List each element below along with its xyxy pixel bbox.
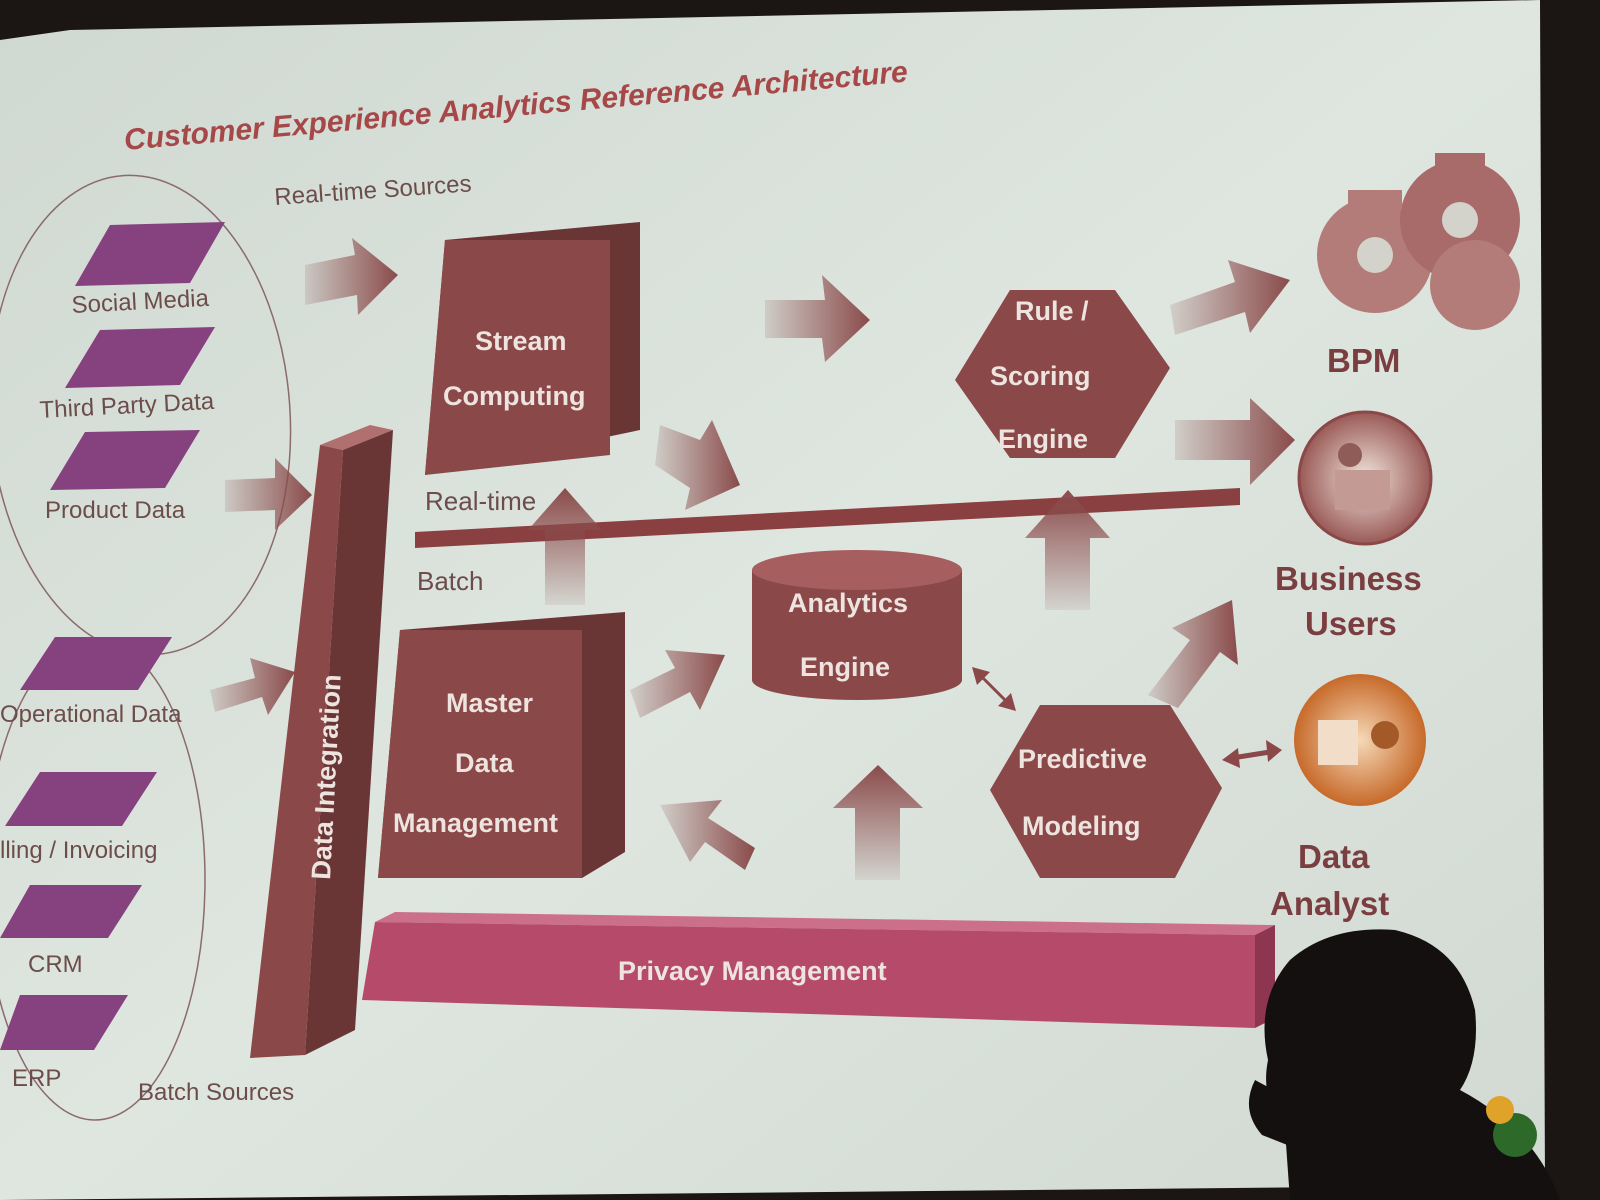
data-integration-column: Data Integration	[250, 425, 393, 1058]
source-label: Operational Data	[0, 701, 182, 728]
privacy-management-bar: Privacy Management	[362, 912, 1275, 1028]
arrow-batch-to-integration	[210, 658, 295, 715]
master-data-management-box: Master Data Management	[378, 612, 625, 878]
master-data-line1: Master	[446, 688, 534, 718]
arrow-privacy-to-analytics	[833, 765, 923, 880]
arrow-analytics-predictive	[972, 667, 1016, 711]
arrow-predictive-to-business-users	[1148, 600, 1238, 708]
business-users-icon	[1297, 410, 1433, 546]
arrow-master-to-realtime	[528, 488, 602, 605]
analytics-engine-line1: Analytics	[788, 588, 908, 618]
arrow-rule-to-business-users	[1175, 398, 1295, 485]
source-product-data: Product Data	[45, 430, 200, 524]
privacy-management-label: Privacy Management	[618, 956, 887, 986]
arrow-stream-to-rule	[765, 275, 870, 362]
rule-scoring-engine-hexagon: Rule / Scoring Engine	[955, 290, 1170, 458]
stream-computing-line1: Stream	[475, 326, 567, 356]
arrow-predictive-data-analyst	[1222, 740, 1282, 768]
data-analyst-line1: Data	[1298, 838, 1370, 875]
source-operational-data: Operational Data	[0, 637, 182, 728]
master-data-line2: Data	[455, 748, 515, 778]
predictive-modeling-hexagon: Predictive Modeling	[990, 705, 1222, 878]
batch-sources-label: Batch Sources	[138, 1079, 294, 1106]
predictive-line2: Modeling	[1022, 811, 1140, 841]
realtime-label: Real-time	[425, 486, 536, 516]
stream-computing-line2: Computing	[443, 381, 585, 411]
business-users-line1: Business	[1275, 560, 1422, 597]
bpm-label: BPM	[1327, 342, 1400, 379]
analytics-engine-line2: Engine	[800, 652, 890, 682]
arrow-predictive-to-rule	[1025, 490, 1110, 610]
presenter-silhouette	[1248, 929, 1560, 1200]
realtime-batch-divider	[415, 488, 1240, 548]
source-label: ERP	[12, 1065, 61, 1092]
business-users-line2: Users	[1305, 605, 1397, 642]
data-analyst-line2: Analyst	[1270, 885, 1389, 922]
data-analyst-icon	[1294, 674, 1426, 806]
gears-icon	[1317, 153, 1520, 330]
source-erp: ERP	[0, 995, 128, 1092]
rule-engine-line2: Scoring	[990, 361, 1091, 391]
analytics-engine-cylinder: Analytics Engine	[752, 550, 962, 700]
rule-engine-line1: Rule /	[1015, 296, 1089, 326]
arrow-master-to-analytics	[630, 650, 725, 718]
arrow-stream-down	[655, 420, 740, 510]
source-label: Product Data	[45, 497, 186, 524]
stream-computing-box: Stream Computing	[425, 222, 640, 475]
arrow-realtime-to-stream	[305, 238, 398, 315]
source-label: lling / Invoicing	[0, 837, 157, 864]
predictive-line1: Predictive	[1018, 744, 1147, 774]
source-billing-invoicing: lling / Invoicing	[0, 772, 157, 864]
source-crm: CRM	[0, 885, 142, 978]
source-label: CRM	[28, 951, 83, 978]
rule-engine-line3: Engine	[998, 424, 1088, 454]
source-social-media: Social Media	[71, 222, 225, 319]
arrow-rule-to-bpm	[1170, 260, 1290, 335]
arrow-privacy-to-master	[660, 800, 755, 870]
master-data-line3: Management	[393, 808, 558, 838]
batch-label: Batch	[417, 566, 484, 596]
arrow-sources-to-integration	[225, 458, 312, 530]
